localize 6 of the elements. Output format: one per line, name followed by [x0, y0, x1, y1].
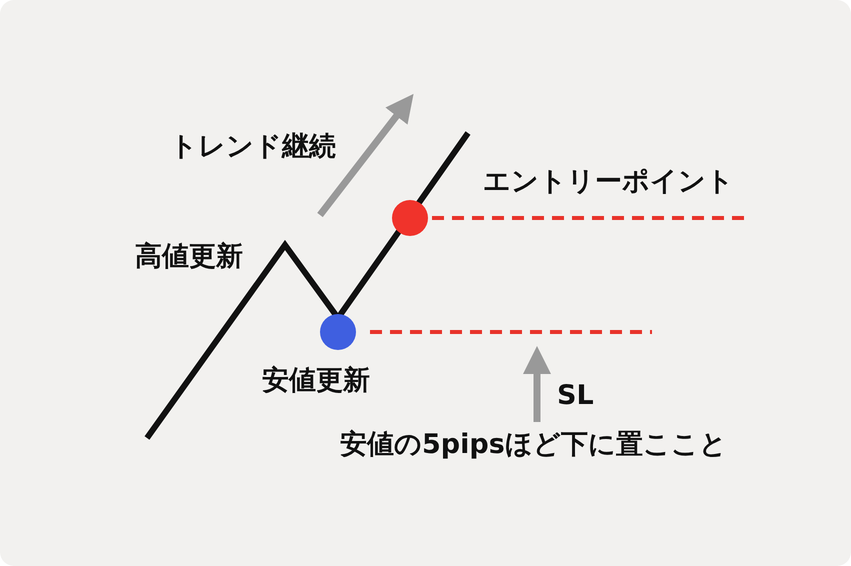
stop-loss-label: SL [557, 382, 594, 409]
trend-label: トレンド継続 [170, 133, 336, 160]
entry-point-label: エントリーポイント [483, 168, 734, 195]
stop-loss-note: 安値の5pipsほど下に置ここと [340, 431, 727, 458]
higher-high-label: 高値更新 [135, 243, 243, 270]
lower-low-label: 安値更新 [262, 367, 370, 394]
